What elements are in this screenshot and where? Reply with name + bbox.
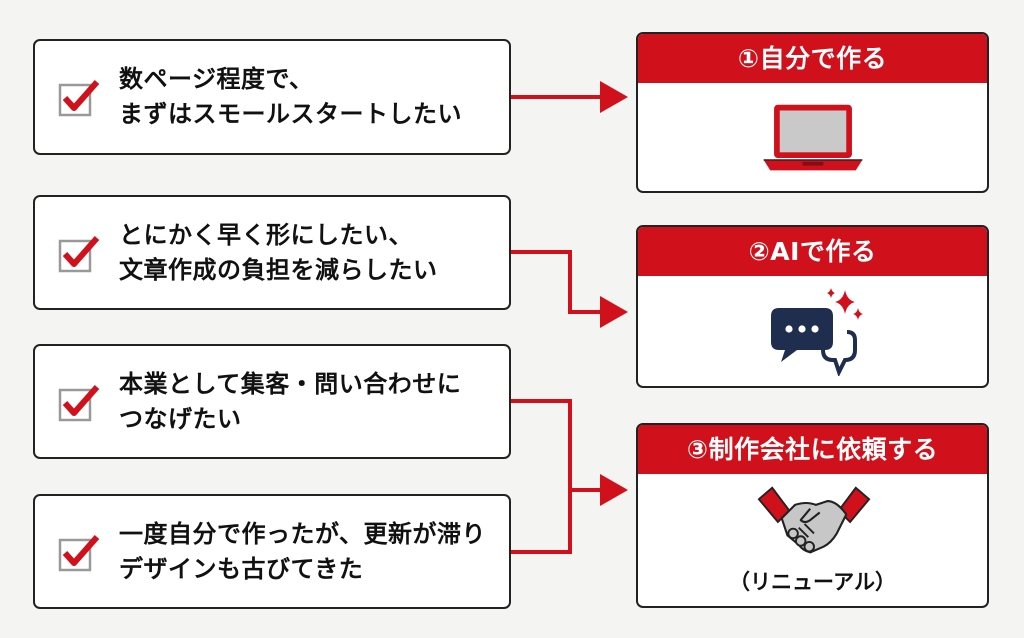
option-subtitle: （リニューアル） [729,570,896,594]
option-box-agency: ③制作会社に依頼する （リニューアル） [636,423,989,608]
condition-line-2: まずはスモールスタートしたい [119,100,462,128]
condition-box-4: 一度自分で作ったが、更新が滞り デザインも古びてきた [33,494,511,609]
option-box-self: ①自分で作る [636,32,989,193]
checkbox-checked-icon [58,235,100,272]
condition-line-2: つなげたい [119,404,242,433]
option-box-ai: ②AIで作る [636,225,989,388]
checkbox-checked-icon [58,80,100,117]
condition-line-1: 数ページ程度で、 [119,65,314,93]
condition-line-1: 一度自分で作ったが、更新が滞り [119,519,487,548]
condition-box-2: とにかく早く形にしたい、 文章作成の負担を減らしたい [33,195,511,310]
condition-box-3: 本業として集客・問い合わせに つなげたい [33,344,511,459]
arrow-2-to-option-2 [511,250,628,328]
laptop-icon [763,104,863,171]
condition-text: 本業として集客・問い合わせに つなげたい [119,367,503,437]
condition-line-1: とにかく早く形にしたい、 [119,220,413,249]
condition-text: 一度自分で作ったが、更新が滞り デザインも古びてきた [119,517,503,587]
condition-line-2: 文章作成の負担を減らしたい [119,255,438,284]
option-title: ③制作会社に依頼する [638,425,987,474]
condition-box-1: 数ページ程度で、 まずはスモールスタートしたい [33,39,511,155]
condition-text: とにかく早く形にしたい、 文章作成の負担を減らしたい [119,218,503,288]
ai-chat-icon [771,288,863,376]
checkbox-checked-icon [58,534,100,571]
condition-line-2: デザインも古びてきた [119,554,364,583]
condition-text: 数ページ程度で、 まずはスモールスタートしたい [119,62,503,132]
checkbox-checked-icon [58,384,100,421]
arrow-3-merge-line [511,399,572,554]
condition-line-1: 本業として集客・問い合わせに [119,369,462,398]
option-title: ②AIで作る [638,227,987,276]
option-title: ①自分で作る [638,34,987,83]
handshake-icon [757,486,871,554]
